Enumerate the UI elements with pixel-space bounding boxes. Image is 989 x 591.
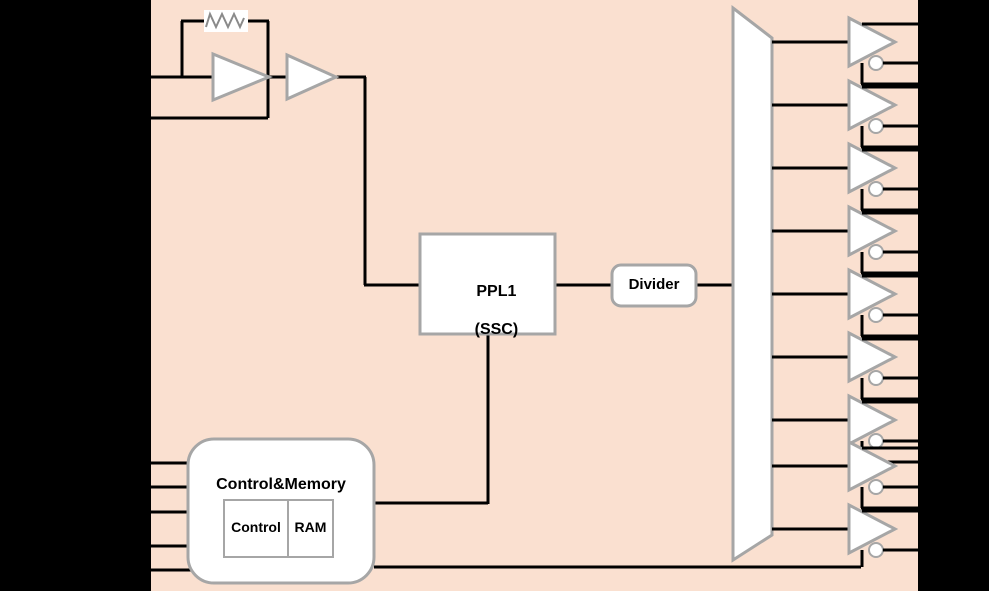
resistor-zigzag-icon [205, 11, 245, 30]
buffer-5-invert-bubble-icon [868, 307, 884, 323]
buffer-1-invert-bubble-icon [868, 55, 884, 71]
output-buffer-9[interactable] [772, 502, 918, 567]
output-buffer-6[interactable] [772, 330, 918, 401]
buffer-triangle-4[interactable] [847, 204, 899, 258]
osc-amplifier-1[interactable] [211, 51, 273, 103]
buffer-triangle-6[interactable] [847, 330, 899, 384]
feedback-resistor[interactable] [204, 10, 248, 32]
buffer-2-invert-bubble-icon [868, 118, 884, 134]
osc-amplifier-2[interactable] [285, 52, 340, 102]
buffer-7-invert-bubble-icon [868, 433, 884, 449]
output-buffer-4[interactable] [772, 204, 918, 275]
control-subblock[interactable] [223, 499, 289, 558]
divider-block[interactable] [610, 263, 698, 308]
output-buffer-group [772, 15, 918, 567]
buffer-triangle-8[interactable] [847, 439, 899, 493]
buffer-triangle-3[interactable] [847, 141, 899, 195]
buffer-triangle-2[interactable] [847, 78, 899, 132]
buffer-triangle-5[interactable] [847, 267, 899, 321]
output-mux[interactable] [731, 4, 774, 563]
xtal-wires [151, 19, 420, 287]
output-buffer-1[interactable] [772, 15, 918, 86]
buffer-8-invert-bubble-icon [868, 479, 884, 495]
buffer-triangle-7[interactable] [847, 393, 899, 447]
output-buffer-5[interactable] [772, 267, 918, 338]
ram-subblock[interactable] [287, 499, 334, 558]
output-buffer-3[interactable] [772, 141, 918, 212]
buffer-triangle-9[interactable] [847, 502, 899, 556]
output-buffer-2[interactable] [772, 78, 918, 149]
buffer-9-invert-bubble-icon [868, 542, 884, 558]
buffer-3-invert-bubble-icon [868, 181, 884, 197]
buffer-triangle-1[interactable] [847, 15, 899, 69]
output-buffer-7[interactable] [772, 393, 918, 464]
output-buffer-8[interactable] [772, 439, 918, 510]
pll-chain-wires [374, 283, 733, 505]
buffer-4-invert-bubble-icon [868, 244, 884, 260]
pll-block[interactable] [418, 232, 557, 336]
buffer-6-invert-bubble-icon [868, 370, 884, 386]
